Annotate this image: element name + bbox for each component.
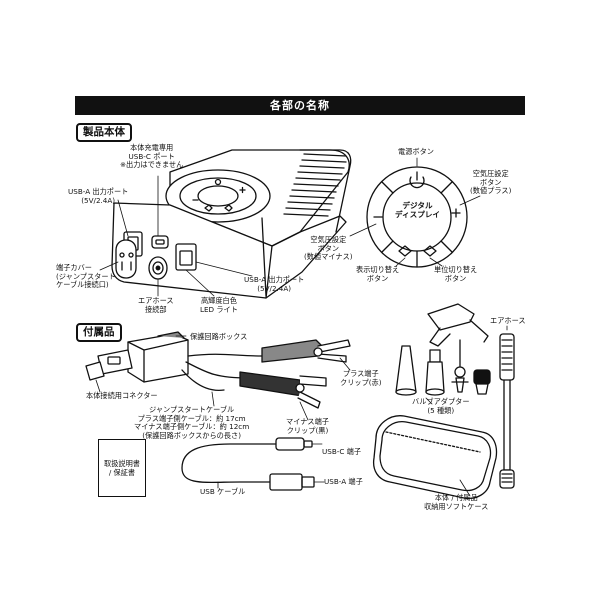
label-led-light: 高輝度白色 LED ライト bbox=[200, 296, 238, 314]
label-pressure-down: 空気圧設定 ボタン (数値マイナス) bbox=[304, 235, 353, 262]
section-label-main-unit: 製品本体 bbox=[76, 123, 132, 142]
unit-toggle-icon bbox=[423, 245, 437, 257]
label-usb-a-end: USB-A 端子 bbox=[324, 477, 363, 486]
label-power-button: 電源ボタン bbox=[398, 147, 434, 156]
label-display: デジタル ディスプレイ bbox=[395, 201, 441, 219]
air-hose bbox=[499, 325, 515, 489]
plus-clip bbox=[261, 339, 351, 363]
control-panel bbox=[349, 157, 481, 268]
display-toggle-icon bbox=[398, 245, 412, 257]
label-manual: 取扱説明書 / 保証書 bbox=[104, 459, 140, 477]
label-usb-c-port: 本体充電専用 USB-C ポート ※出力はできません bbox=[120, 143, 184, 170]
label-protection-box: 保護回路ボックス bbox=[190, 332, 248, 341]
label-display-toggle: 表示切り替え ボタン bbox=[356, 265, 400, 283]
soft-case bbox=[372, 415, 498, 500]
label-air-hose: エアホース bbox=[490, 316, 526, 325]
manual-warranty-card: 取扱説明書 / 保証書 bbox=[98, 439, 146, 497]
valve-adapters bbox=[395, 303, 491, 405]
label-jump-cable: ジャンプスタートケーブル プラス端子側ケーブル：約 17cm マイナス端子側ケー… bbox=[134, 405, 250, 440]
label-usb-cable: USB ケーブル bbox=[200, 487, 246, 496]
label-soft-case: 本体 / 付属品 収納用ソフトケース bbox=[424, 493, 489, 511]
label-minus-clip: マイナス端子 クリップ(黒) bbox=[286, 417, 329, 435]
main-unit-body bbox=[99, 149, 352, 299]
label-terminal-cover: 端子カバー (ジャンプスタート ケーブル接続口) bbox=[56, 263, 116, 290]
label-usb-a-port-right: USB-A 出力ポート (5V/2.4A) bbox=[244, 275, 305, 293]
label-usb-a-port-left: USB-A 出力ポート (5V/2.4A) bbox=[68, 187, 129, 205]
label-unit-toggle: 単位切り替え ボタン bbox=[434, 265, 478, 283]
page-title: 各部の名称 bbox=[75, 96, 525, 115]
label-plus-clip: プラス端子 クリップ(赤) bbox=[340, 369, 382, 387]
jump-cable bbox=[85, 331, 351, 421]
minus-clip bbox=[239, 371, 327, 409]
plus-icon bbox=[451, 208, 461, 218]
usb-cable bbox=[181, 437, 325, 491]
label-air-hose-connector: エアホース 接続部 bbox=[138, 296, 174, 314]
label-connector: 本体接続用コネクター bbox=[86, 391, 158, 400]
section-label-accessories: 付属品 bbox=[76, 323, 122, 342]
power-icon bbox=[409, 176, 425, 189]
label-pressure-up: 空気圧設定 ボタン (数値プラス) bbox=[470, 169, 512, 196]
label-valve-adapter: バルブアダプター (5 種類) bbox=[412, 397, 470, 415]
label-usb-c-end: USB-C 端子 bbox=[322, 447, 362, 456]
